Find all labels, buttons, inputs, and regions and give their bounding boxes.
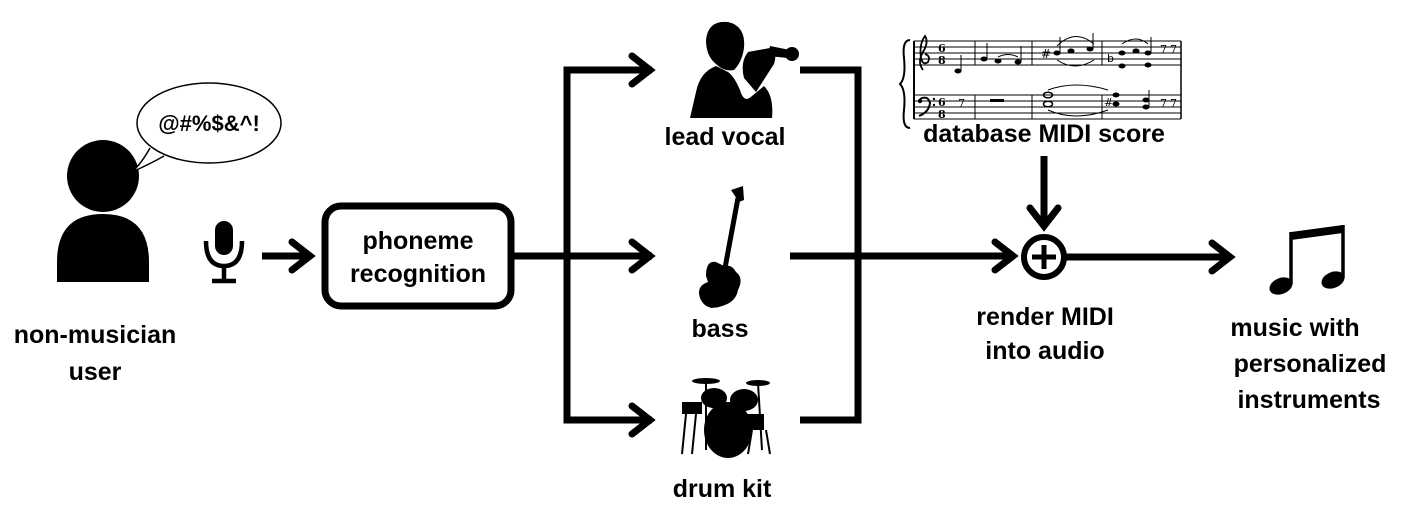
arrow-fan-out	[511, 52, 656, 438]
svg-text:8: 8	[938, 54, 946, 67]
svg-text:7: 7	[1170, 43, 1177, 56]
instrument-label-drum-kit: drum kit	[673, 475, 772, 503]
midi-score-image: 6 8 6 8 # b 7 7 7	[898, 33, 1182, 129]
music-notes-icon	[1269, 225, 1345, 295]
arrow-fan-in	[790, 66, 1019, 424]
svg-text:7: 7	[1170, 97, 1177, 110]
svg-text:#: #	[1104, 96, 1113, 109]
svg-text:7: 7	[958, 97, 965, 110]
drum-kit-icon	[681, 378, 771, 458]
plus-circle-icon	[1021, 234, 1067, 280]
svg-text:8: 8	[938, 108, 946, 121]
recognition-label-line2: recognition	[350, 260, 486, 288]
speech-bubble	[131, 82, 282, 173]
svg-text:#: #	[1041, 47, 1051, 61]
instrument-label-lead-vocal: lead vocal	[665, 123, 786, 151]
svg-text:7: 7	[1160, 43, 1167, 56]
output-label-line3: instruments	[1237, 386, 1380, 414]
phoneme-recognition-box	[321, 202, 515, 310]
microphone-icon	[203, 221, 245, 284]
svg-text:7: 7	[1160, 97, 1167, 110]
arrow-combine-to-output	[1066, 239, 1236, 275]
svg-text:6: 6	[938, 42, 946, 55]
render-label-line1: render MIDI	[976, 303, 1114, 331]
svg-text:b: b	[1107, 52, 1114, 65]
bass-guitar-icon	[699, 186, 744, 308]
score-label: database MIDI score	[923, 120, 1165, 148]
render-label-line2: into audio	[985, 337, 1104, 365]
user-label-line1: non-musician	[14, 321, 177, 349]
singer-icon	[690, 21, 799, 118]
arrow-score-to-combine	[1026, 156, 1062, 232]
svg-text:6: 6	[938, 96, 946, 109]
output-label-line2: personalized	[1234, 350, 1387, 378]
instrument-label-bass: bass	[692, 315, 749, 343]
user-icon	[57, 140, 149, 282]
user-label-line2: user	[69, 358, 122, 386]
speech-text: @#%$&^!	[158, 111, 260, 136]
output-label-line1: music with	[1230, 314, 1359, 342]
arrow-mic-to-recognition	[262, 238, 316, 274]
recognition-label-line1: phoneme	[362, 227, 473, 255]
